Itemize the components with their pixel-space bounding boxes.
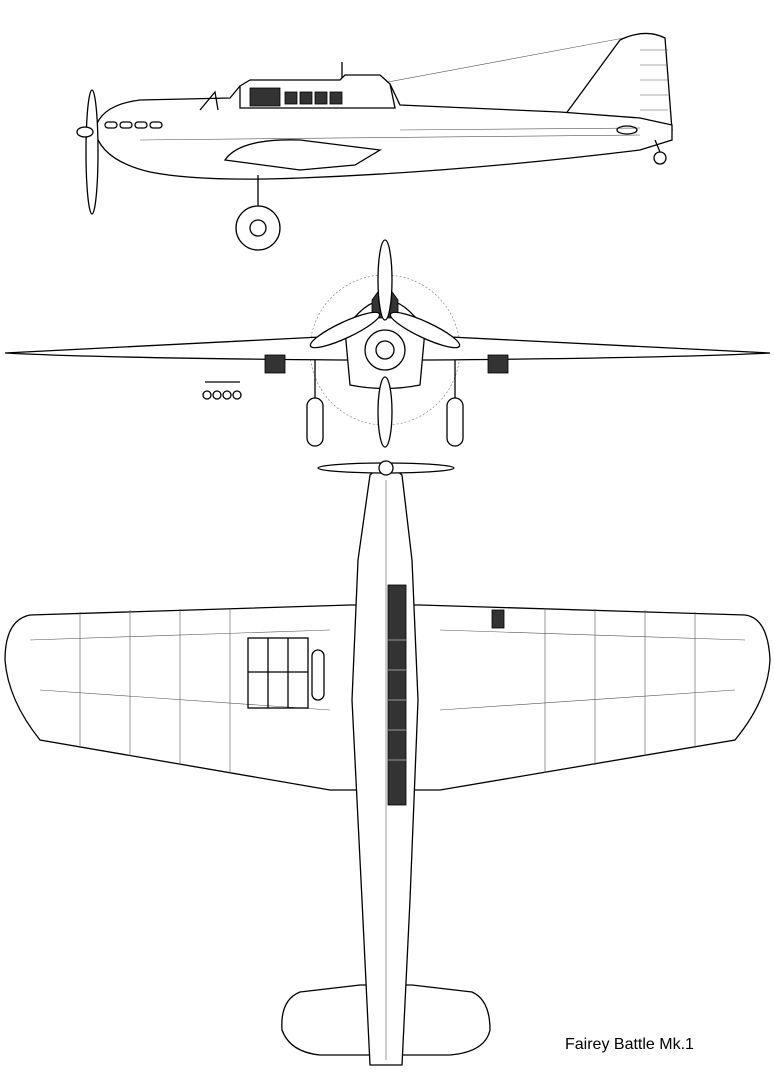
right-wheel-front xyxy=(446,397,464,447)
spinner-front xyxy=(364,329,406,371)
left-wheel-front xyxy=(306,397,324,447)
front-view xyxy=(4,239,771,448)
tail-wheel-side xyxy=(653,151,667,165)
propeller-side xyxy=(85,89,99,215)
top-view xyxy=(4,460,771,1066)
main-wheel-side xyxy=(235,205,281,251)
top-fuselage xyxy=(351,466,419,1066)
prop-blade-bottom xyxy=(377,376,393,448)
side-wing xyxy=(223,139,382,171)
prop-blade-top xyxy=(377,239,393,321)
canopy-top xyxy=(387,584,407,806)
drawing-caption: Fairey Battle Mk.1 xyxy=(565,1036,694,1053)
tail-fin xyxy=(564,32,673,136)
side-view xyxy=(76,32,673,251)
